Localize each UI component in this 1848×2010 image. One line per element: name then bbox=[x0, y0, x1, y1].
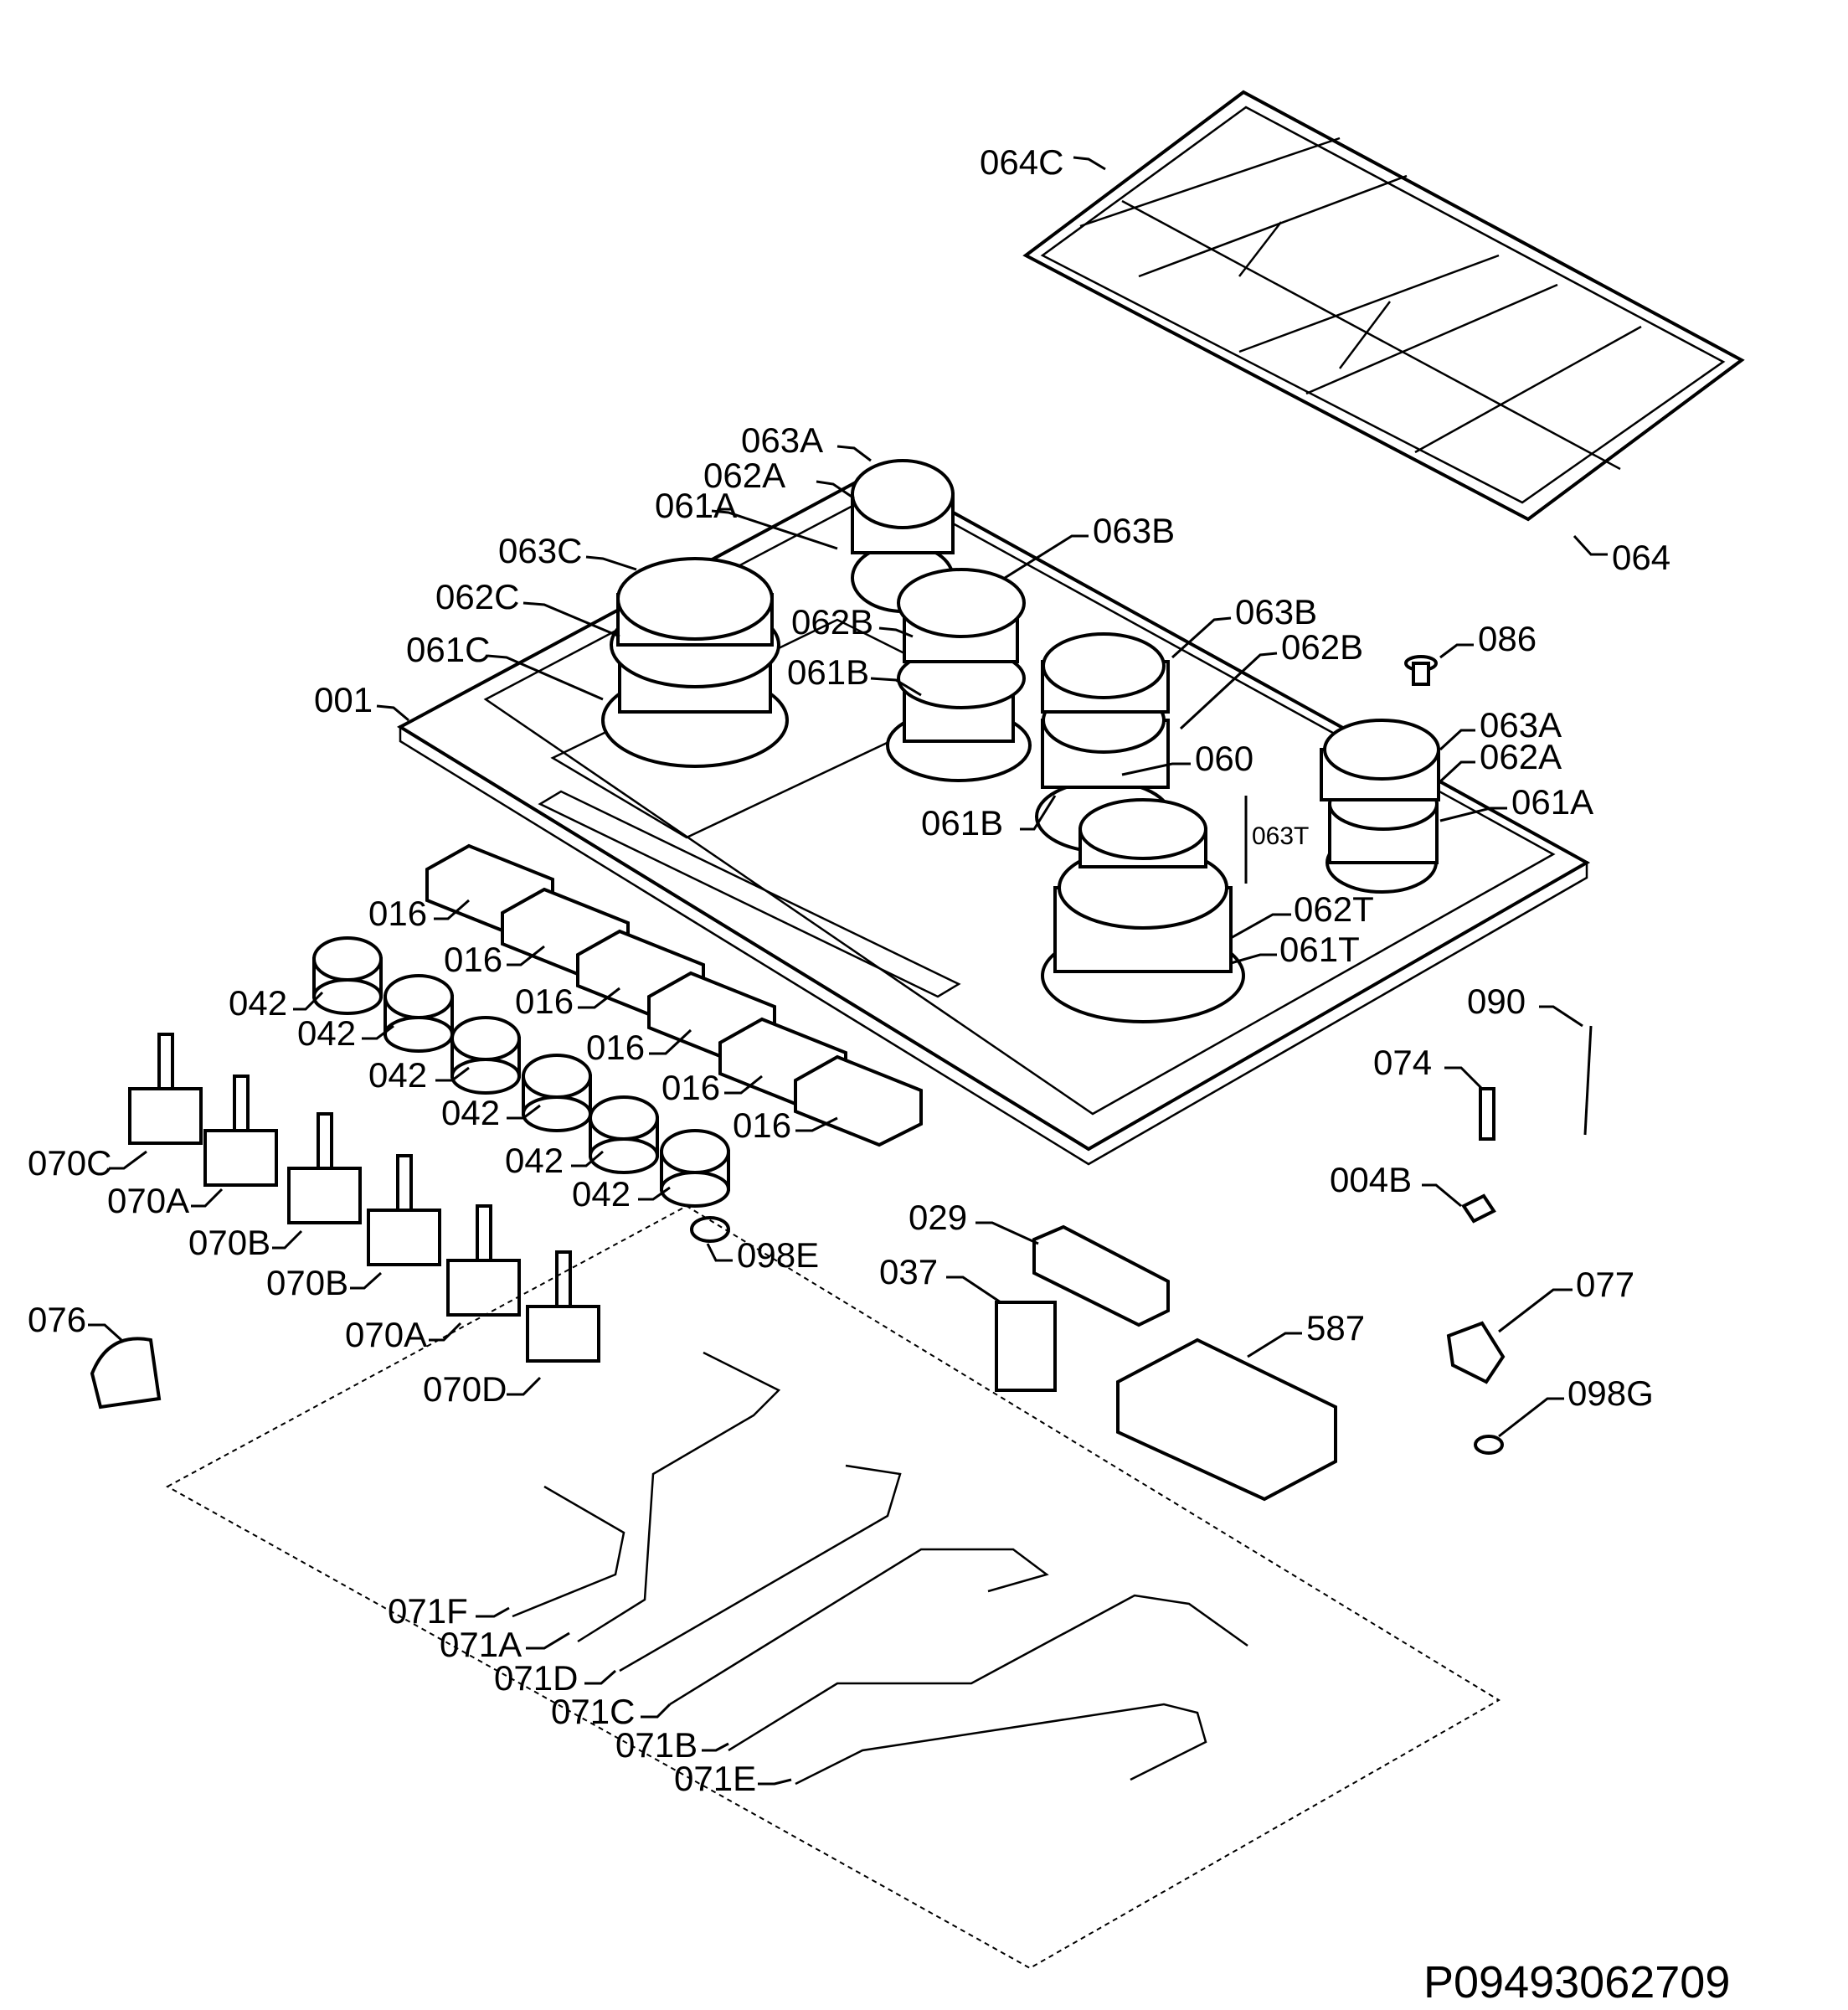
burner-right bbox=[1320, 719, 1440, 894]
part-labels: 064C 064 063A 062A 061A 063C 062C 061C 0… bbox=[28, 142, 1670, 1798]
label-061B-a: 061B bbox=[787, 652, 869, 692]
label-074: 074 bbox=[1373, 1043, 1432, 1082]
label-016-1: 016 bbox=[368, 894, 427, 933]
label-004B: 004B bbox=[1330, 1160, 1412, 1199]
label-063A-top: 063A bbox=[741, 420, 823, 460]
label-063C: 063C bbox=[498, 531, 582, 570]
seal-098G bbox=[1474, 1435, 1504, 1455]
label-042-5: 042 bbox=[505, 1141, 564, 1180]
label-061T: 061T bbox=[1279, 930, 1360, 969]
thermocouple-090 bbox=[1583, 1025, 1593, 1136]
leader-lines bbox=[88, 156, 1608, 1786]
label-063A-right: 063A bbox=[1480, 705, 1562, 745]
label-042-1: 042 bbox=[229, 983, 287, 1023]
seal-098E bbox=[690, 1216, 730, 1243]
label-016-6: 016 bbox=[733, 1106, 791, 1145]
elbow-077 bbox=[1446, 1321, 1506, 1384]
label-070A-2: 070A bbox=[345, 1315, 427, 1354]
label-098E: 098E bbox=[737, 1235, 819, 1275]
label-061B-b: 061B bbox=[921, 803, 1003, 843]
label-061A-right: 061A bbox=[1511, 782, 1593, 822]
label-070A-1: 070A bbox=[107, 1181, 189, 1220]
bracket-037 bbox=[995, 1301, 1057, 1392]
label-063B-a: 063B bbox=[1093, 511, 1175, 550]
label-037: 037 bbox=[879, 1252, 938, 1291]
label-060: 060 bbox=[1195, 739, 1253, 778]
burner-middle-left bbox=[886, 568, 1032, 782]
label-086: 086 bbox=[1478, 619, 1537, 658]
label-029: 029 bbox=[909, 1198, 967, 1237]
label-061A-top: 061A bbox=[655, 486, 737, 525]
drawing-code: P09493062709 bbox=[1423, 1957, 1730, 2007]
base-tray bbox=[165, 1204, 1501, 1970]
timer-587 bbox=[1116, 1337, 1337, 1502]
label-098G: 098G bbox=[1567, 1374, 1654, 1413]
label-062A-top: 062A bbox=[703, 456, 785, 495]
label-077: 077 bbox=[1576, 1265, 1634, 1304]
label-070B-2: 070B bbox=[266, 1263, 348, 1302]
label-076: 076 bbox=[28, 1300, 86, 1339]
label-016-3: 016 bbox=[515, 982, 574, 1021]
label-042-3: 042 bbox=[368, 1055, 427, 1095]
label-063T: 063T bbox=[1252, 822, 1309, 850]
label-062T: 062T bbox=[1294, 889, 1374, 929]
label-042-6: 042 bbox=[572, 1174, 631, 1214]
label-063B-b: 063B bbox=[1235, 592, 1317, 631]
gas-taps-070 bbox=[128, 1033, 600, 1363]
label-587: 587 bbox=[1306, 1308, 1365, 1348]
spark-generator-029 bbox=[1032, 1224, 1170, 1327]
label-016-2: 016 bbox=[444, 940, 502, 979]
burner-triple-crown bbox=[1041, 798, 1245, 1023]
label-042-2: 042 bbox=[297, 1013, 356, 1053]
label-016-5: 016 bbox=[661, 1068, 720, 1107]
label-070D: 070D bbox=[423, 1369, 507, 1409]
label-042-4: 042 bbox=[441, 1093, 500, 1132]
label-016-4: 016 bbox=[586, 1028, 645, 1067]
label-090: 090 bbox=[1467, 982, 1526, 1021]
label-070B-1: 070B bbox=[188, 1223, 270, 1262]
label-071F: 071F bbox=[388, 1591, 468, 1631]
pin-074 bbox=[1479, 1087, 1495, 1141]
label-001: 001 bbox=[314, 680, 373, 719]
label-071C: 071C bbox=[551, 1692, 635, 1731]
label-064C: 064C bbox=[980, 142, 1063, 182]
label-071D: 071D bbox=[494, 1658, 578, 1698]
push-button-086 bbox=[1404, 655, 1438, 686]
pan-support-064C bbox=[1022, 90, 1745, 522]
burner-large-left bbox=[601, 557, 789, 768]
gas-pipes-071 bbox=[512, 1351, 1248, 1786]
clip-004B bbox=[1461, 1193, 1496, 1224]
label-062B-b: 062B bbox=[1281, 627, 1363, 667]
label-071E: 071E bbox=[674, 1759, 756, 1798]
label-071A: 071A bbox=[440, 1625, 522, 1664]
label-062B-a: 062B bbox=[791, 602, 873, 642]
clip-076 bbox=[90, 1337, 162, 1410]
label-064: 064 bbox=[1612, 538, 1670, 577]
control-knobs-042 bbox=[312, 936, 730, 1208]
label-062C: 062C bbox=[435, 577, 519, 616]
label-061C: 061C bbox=[406, 630, 490, 669]
label-070C: 070C bbox=[28, 1143, 111, 1183]
label-071B: 071B bbox=[615, 1725, 698, 1765]
label-062A-right: 062A bbox=[1480, 737, 1562, 776]
